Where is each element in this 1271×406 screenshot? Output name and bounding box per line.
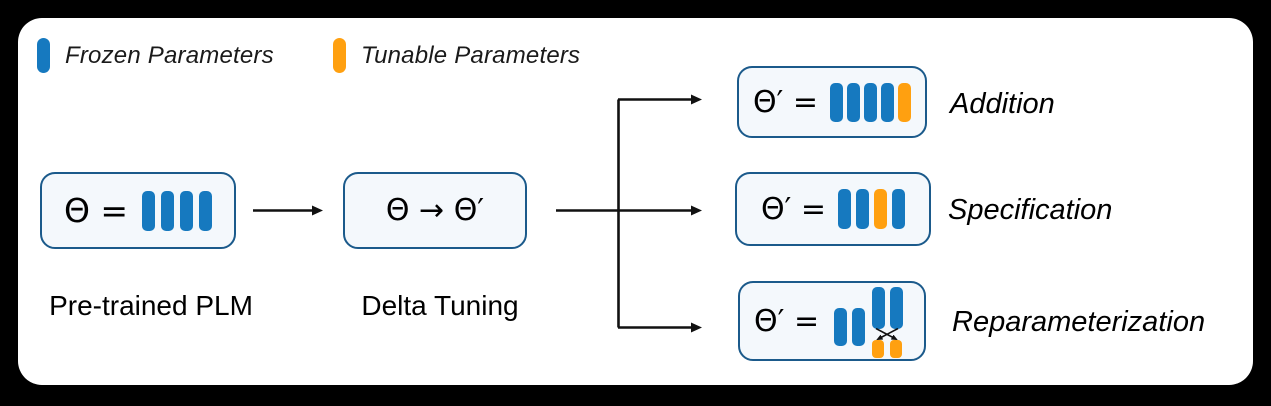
frozen-parameter-bar	[830, 82, 844, 122]
frozen-parameter-bar	[142, 190, 156, 231]
pretrained-plm-node: Θ =	[40, 172, 236, 249]
tunable-parameter-bar	[872, 340, 884, 358]
reparameterization-label: Reparameterization	[952, 306, 1206, 338]
delta-tuning-node: Θ → Θ′	[343, 172, 527, 249]
addition-bars	[830, 82, 912, 122]
frozen-parameters-chip	[37, 38, 50, 73]
reparameterization-cross-arrows-icon	[875, 328, 899, 341]
frozen-parameter-bar	[199, 190, 213, 231]
tunable-parameter-bar	[874, 189, 888, 229]
frozen-parameter-bar	[161, 190, 175, 231]
pretrained-bars	[142, 190, 213, 231]
tunable-parameter-bar	[898, 82, 912, 122]
frozen-parameter-bar	[852, 308, 865, 346]
specification-bars	[838, 189, 906, 229]
specification-label: Specification	[948, 194, 1113, 226]
reparameterization-inner: Θ′ =	[740, 283, 924, 359]
frozen-parameter-bar	[838, 189, 852, 229]
addition-label: Addition	[950, 88, 1055, 120]
frozen-parameter-bar	[864, 82, 878, 122]
reparameterization-tall-bars	[871, 287, 903, 329]
frozen-parameter-bar	[881, 82, 895, 122]
frozen-parameter-bar	[180, 190, 194, 231]
reparameterization-node: Θ′ =	[738, 281, 926, 361]
pretrained-formula: Θ =	[63, 191, 129, 230]
reparameterization-formula: Θ′ =	[754, 303, 820, 339]
reparameterization-cluster	[871, 287, 903, 358]
tunable-parameters-label: Tunable Parameters	[361, 42, 581, 69]
reparameterization-tunable-bars	[872, 340, 902, 358]
tunable-parameters-chip	[333, 38, 346, 73]
frozen-parameter-bar	[889, 287, 903, 329]
frozen-parameter-bar	[847, 82, 861, 122]
reparameterization-center-bars	[834, 308, 865, 346]
frozen-parameter-bar	[871, 287, 885, 329]
frozen-parameter-bar	[892, 189, 906, 229]
frozen-parameter-bar	[834, 308, 847, 346]
addition-node: Θ′ =	[737, 66, 927, 138]
delta-formula: Θ → Θ′	[385, 193, 485, 228]
addition-formula: Θ′ =	[752, 84, 819, 120]
delta-tuning-label: Delta Tuning	[361, 290, 519, 321]
frozen-parameter-bar	[856, 189, 870, 229]
pretrained-plm-label: Pre-trained PLM	[49, 290, 253, 321]
tunable-parameter-bar	[890, 340, 902, 358]
frozen-parameters-label: Frozen Parameters	[65, 42, 274, 69]
specification-formula: Θ′ =	[760, 191, 827, 227]
specification-node: Θ′ =	[735, 172, 931, 246]
